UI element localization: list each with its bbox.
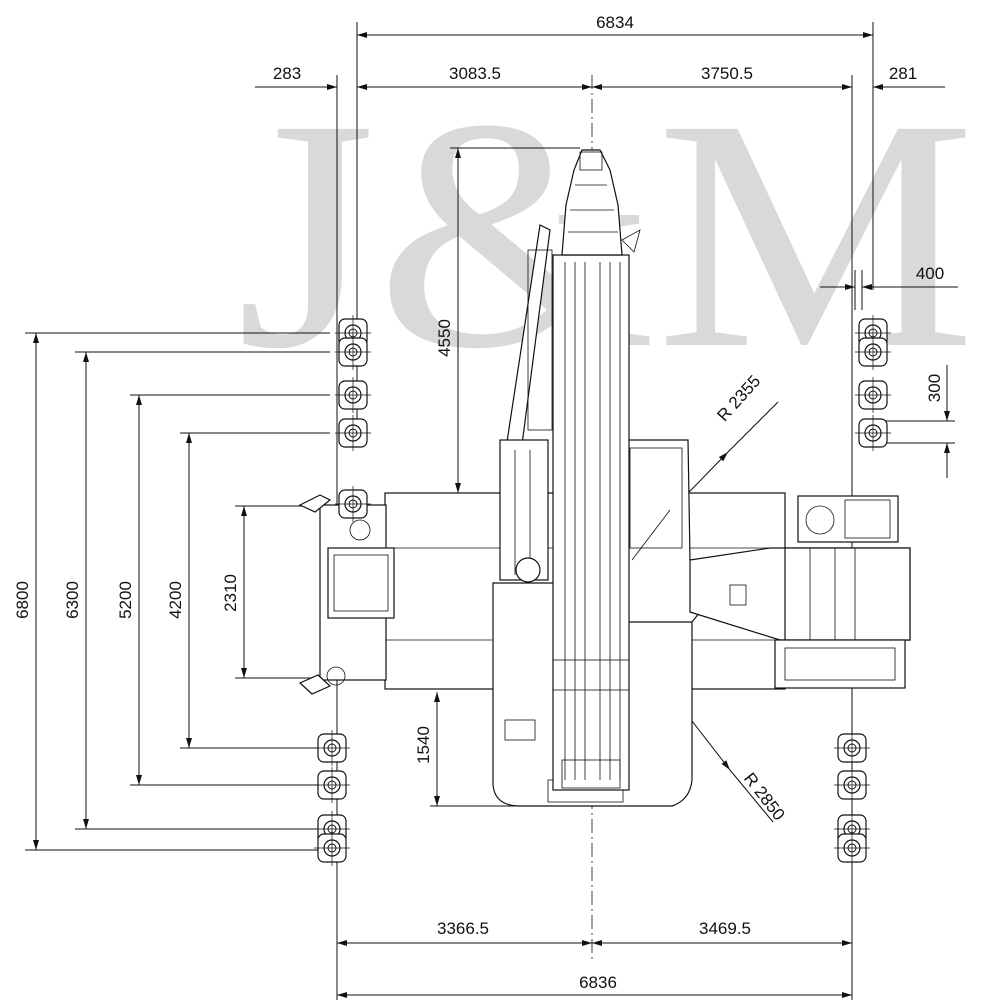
dim-radius-outer: R 2850 — [740, 769, 789, 824]
dim-outrigger-offset: 400 — [916, 264, 944, 283]
dim-bottom-left: 3366.5 — [437, 919, 489, 938]
dim-front-right: 3750.5 — [701, 64, 753, 83]
dim-span-4200: 4200 — [166, 581, 185, 619]
dim-left-overhang: 283 — [273, 64, 301, 83]
dim-span-5200: 5200 — [116, 581, 135, 619]
dimension-lines — [33, 32, 958, 998]
dim-pad-spacing: 300 — [925, 374, 944, 402]
dim-bottom-overall: 6836 — [579, 973, 617, 992]
dimension-labels: 6834 283 3083.5 3750.5 281 400 300 4550 … — [13, 13, 944, 992]
dim-rear-length: 1540 — [414, 726, 433, 764]
crane-body — [298, 149, 911, 807]
dim-boom-length: 4550 — [435, 319, 454, 357]
dim-span-6800: 6800 — [13, 581, 32, 619]
dim-span-6300: 6300 — [63, 581, 82, 619]
dim-bottom-right: 3469.5 — [699, 919, 751, 938]
dim-span-2310: 2310 — [221, 574, 240, 612]
dim-front-left: 3083.5 — [449, 64, 501, 83]
dim-top-overall: 6834 — [596, 13, 634, 32]
dim-right-overhang: 281 — [889, 64, 917, 83]
